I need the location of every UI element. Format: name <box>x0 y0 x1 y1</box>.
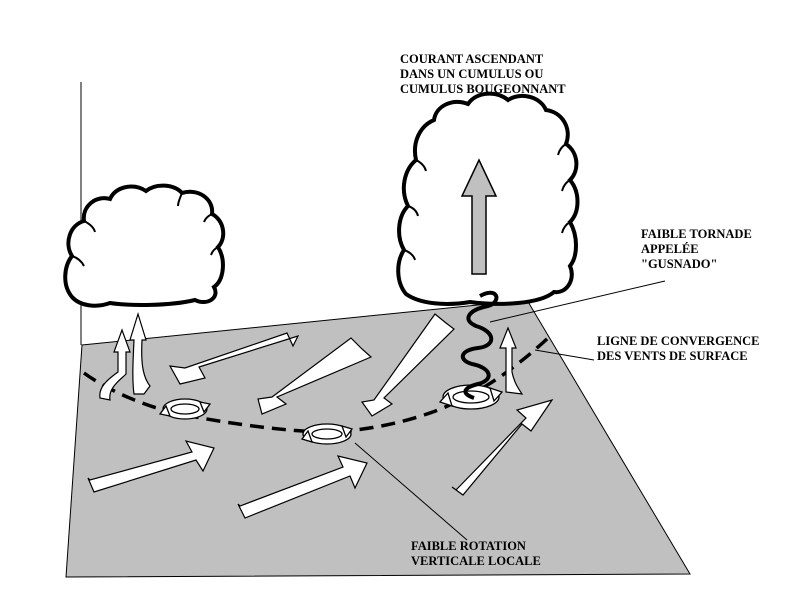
updraft-label-line-2: DANS UN CUMULUS OU <box>400 67 544 81</box>
rotation-label-line-2: VERTICALE LOCALE <box>411 554 541 568</box>
left-cloud <box>63 183 226 308</box>
tornado-label-line-3: "GUSNADO" <box>641 257 718 271</box>
wind-arrow-back-center <box>257 337 373 415</box>
wind-arrow-front-center <box>237 455 368 519</box>
convergence-label-line-2: DES VENTS DE SURFACE <box>597 349 748 363</box>
wind-arrow-back-left <box>168 332 300 385</box>
tornado-label: FAIBLE TORNADE APPELÉE "GUSNADO" <box>641 227 752 272</box>
convergence-label-line-1: LIGNE DE CONVERGENCE <box>597 334 760 348</box>
updraft-arrow <box>460 158 498 275</box>
right-cloud <box>396 91 580 306</box>
tornado-label-line-2: APPELÉE <box>641 242 699 256</box>
right-cloud-scallops <box>403 143 571 261</box>
convergence-leader <box>534 349 595 361</box>
updraft-label: COURANT ASCENDANT DANS UN CUMULUS OU CUM… <box>400 52 566 97</box>
rotation-marker-left <box>158 398 212 420</box>
ground-plane <box>65 299 691 578</box>
rotation-marker-center <box>300 423 354 445</box>
updraft-label-line-1: COURANT ASCENDANT <box>400 52 544 66</box>
left-updraft-arrow-inner <box>129 311 151 395</box>
wind-arrow-front-left <box>87 440 215 493</box>
tornado-leader <box>489 280 666 323</box>
rotation-label: FAIBLE ROTATION VERTICALE LOCALE <box>411 539 541 569</box>
updraft-label-line-3: CUMULUS BOUGEONNANT <box>400 82 566 96</box>
right-updraft-arrow <box>499 326 524 395</box>
left-cloud-scallops <box>71 192 219 267</box>
wind-arrow-back-right <box>360 313 455 417</box>
tornado-spiral <box>461 290 499 400</box>
tornado-label-line-1: FAIBLE TORNADE <box>641 227 752 241</box>
convergence-line <box>82 336 550 434</box>
rotation-leader <box>354 442 468 541</box>
left-updraft-arrow-outer <box>99 328 131 401</box>
rotation-label-line-1: FAIBLE ROTATION <box>411 539 526 553</box>
wind-arrow-front-right <box>451 398 554 496</box>
convergence-label: LIGNE DE CONVERGENCE DES VENTS DE SURFAC… <box>597 334 760 364</box>
